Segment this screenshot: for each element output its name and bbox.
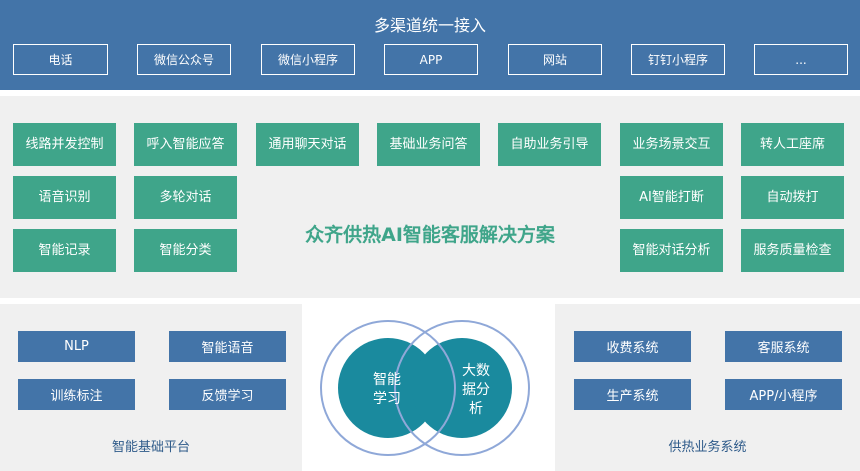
channel-wechat-miniprogram: 微信小程序 (261, 44, 355, 75)
core-left-line1: 智能 (373, 372, 401, 388)
feature-box: 自动拨打 (741, 176, 844, 219)
channel-access-band (0, 0, 860, 90)
feature-box: 智能记录 (13, 229, 116, 272)
platform-item: 反馈学习 (169, 379, 286, 410)
bigdata-circle (412, 338, 512, 438)
feature-box: 线路并发控制 (13, 123, 116, 166)
feature-box: 智能分类 (134, 229, 237, 272)
business-item: 生产系统 (574, 379, 691, 410)
solution-title: 众齐供热AI智能客服解决方案 (305, 224, 555, 246)
platform-item: NLP (18, 331, 135, 362)
learning-circle (338, 338, 438, 438)
core-left-line2: 学习 (373, 391, 401, 407)
feature-box: 通用聊天对话 (256, 123, 359, 166)
learning-ring (320, 320, 456, 456)
channel-more: ... (754, 44, 848, 75)
channel-phone: 电话 (13, 44, 108, 75)
core-right-line1: 大数 (462, 363, 490, 379)
channel-wechat-official: 微信公众号 (137, 44, 231, 75)
feature-box: 智能对话分析 (620, 229, 723, 272)
core-right-line2: 据分 (462, 382, 490, 398)
feature-box: AI智能打断 (620, 176, 723, 219)
bigdata-ring (394, 320, 530, 456)
feature-box: 业务场景交互 (620, 123, 723, 166)
feature-box: 转人工座席 (741, 123, 844, 166)
platform-item: 智能语音 (169, 331, 286, 362)
core-venn-diagram: 智能 学习 大数 据分 析 (320, 320, 530, 456)
business-item: 客服系统 (725, 331, 842, 362)
core-right-line3: 析 (469, 401, 483, 417)
feature-box: 基础业务问答 (377, 123, 480, 166)
feature-box: 服务质量检查 (741, 229, 844, 272)
business-item: APP/小程序 (725, 379, 842, 410)
platform-label: 智能基础平台 (111, 440, 190, 455)
channel-dingtalk: 钉钉小程序 (631, 44, 725, 75)
feature-box: 呼入智能应答 (134, 123, 237, 166)
channel-title: 多渠道统一接入 (373, 16, 486, 35)
feature-box: 多轮对话 (134, 176, 237, 219)
channel-website: 网站 (508, 44, 602, 75)
channel-app: APP (384, 44, 478, 75)
business-label: 供热业务系统 (668, 440, 747, 455)
feature-box: 自助业务引导 (498, 123, 601, 166)
feature-box: 语音识别 (13, 176, 116, 219)
business-item: 收费系统 (574, 331, 691, 362)
platform-item: 训练标注 (18, 379, 135, 410)
